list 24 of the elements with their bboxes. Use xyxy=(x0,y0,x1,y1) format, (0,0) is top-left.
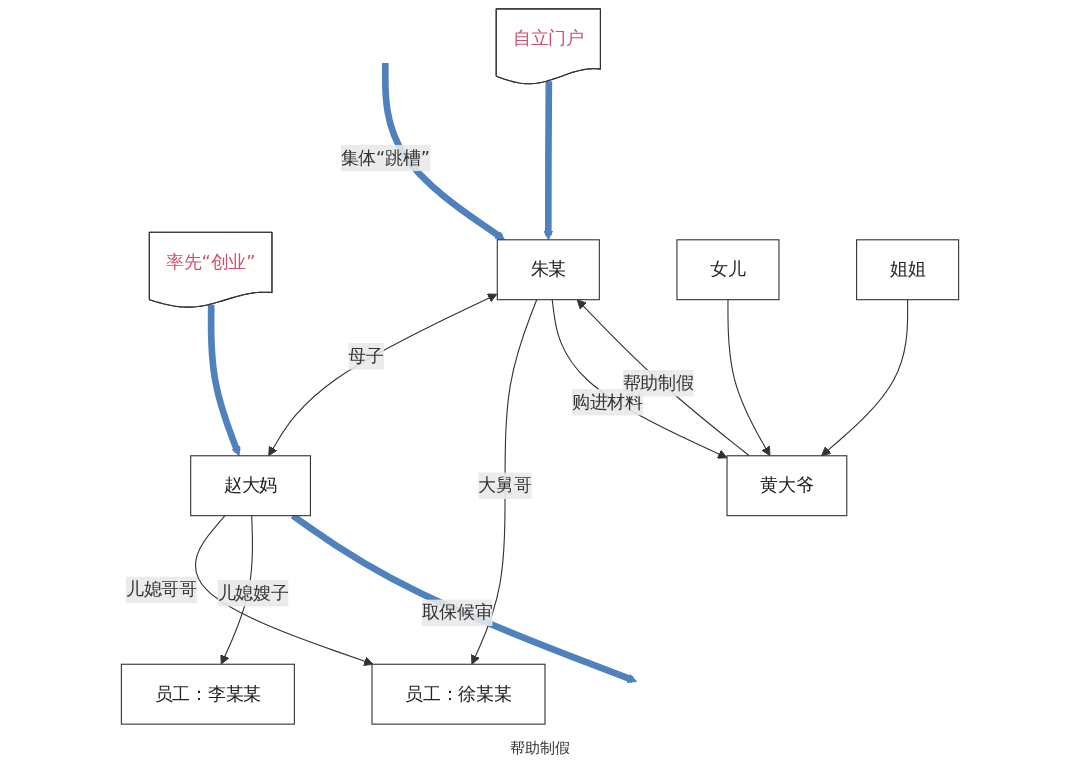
arrow xyxy=(543,81,554,241)
edge-label: 取保候审 xyxy=(421,601,493,623)
node-box: 女儿 xyxy=(676,239,780,301)
node-box: 员工：李某某 xyxy=(120,663,295,725)
arrow xyxy=(551,299,728,459)
arrow xyxy=(576,299,750,457)
arrow xyxy=(471,299,538,665)
arrow xyxy=(207,304,241,457)
edge-label: 儿媳嫂子 xyxy=(217,582,289,604)
node-box: 黄大爷 xyxy=(726,455,848,517)
edge-label: 大舅哥 xyxy=(478,474,532,496)
note-text: 帮助制假 xyxy=(510,739,570,757)
arrow xyxy=(268,293,498,457)
edge-label: 帮助制假 xyxy=(622,372,694,394)
node-box: 员工：徐某某 xyxy=(371,663,546,725)
edge-label: 购进材料 xyxy=(572,391,643,413)
edge-label: 儿媳哥哥 xyxy=(125,578,197,600)
edge-label: 集体“跳槽” xyxy=(340,146,430,168)
node-box: 姐姐 xyxy=(856,239,960,301)
node-box: 朱某 xyxy=(496,239,600,301)
arrow xyxy=(727,299,771,457)
arrow xyxy=(821,299,909,457)
node-box: 赵大妈 xyxy=(190,455,311,517)
edge-label: 母子 xyxy=(348,345,384,367)
